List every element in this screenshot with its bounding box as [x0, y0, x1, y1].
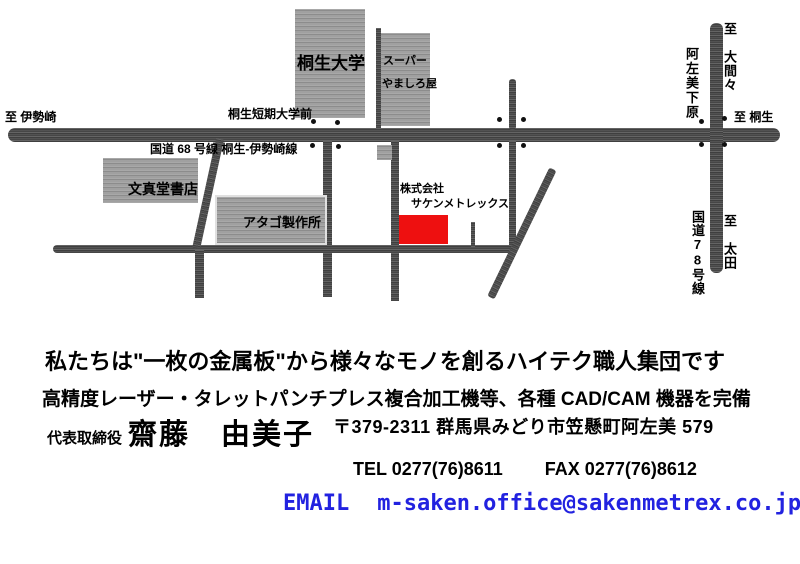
building-label: 文真堂書店 — [128, 181, 198, 197]
email-address: m-saken.office@sakenmetrex.co.jp — [377, 491, 800, 517]
stop-dot-icon — [497, 143, 502, 148]
road-company-side-vertical — [391, 141, 399, 301]
direction-label-isesaki: 至 伊勢崎 — [5, 110, 57, 124]
road-diagonal-left-lower-vertical — [195, 250, 204, 298]
building-label: やましろ屋 — [382, 78, 437, 90]
president-name: 齋藤 由美子 — [128, 419, 315, 451]
direction-label-omama: 至 大間々 — [722, 22, 737, 92]
road-upper-mid-vertical — [509, 79, 516, 130]
direction-label-kiryu: 至 桐生 — [734, 110, 774, 124]
road-route78-vertical — [710, 23, 723, 273]
map-area: 桐生大学 スーパー やましろ屋 文真堂書店 アタゴ製作所 至 伊勢崎 桐生短期大… — [5, 9, 780, 301]
postal-address: 〒379-2311 群馬県みどり市笠懸町阿左美 579 — [333, 417, 714, 437]
stop-dot-icon — [497, 117, 502, 122]
tagline-text: 私たちは"一枚の金属板"から様々なモノを創るハイテク職人集団です — [45, 349, 725, 374]
email-label: EMAIL — [282, 491, 350, 517]
building-atago: アタゴ製作所 — [215, 195, 327, 245]
stop-dot-icon — [722, 142, 727, 147]
building-small-box — [377, 145, 392, 160]
stop-dot-icon — [311, 119, 316, 124]
road-diagonal-right — [487, 167, 557, 300]
building-label: アタゴ製作所 — [243, 215, 322, 230]
building-label: 桐生大学 — [297, 54, 365, 73]
direction-label-ota: 至 太田 — [722, 214, 737, 270]
stop-dot-icon — [699, 119, 704, 124]
fax-number: FAX 0277(76)8612 — [544, 458, 697, 479]
road-lower-horizontal — [53, 245, 515, 253]
company-location-marker — [399, 215, 448, 244]
stop-dot-icon — [722, 116, 727, 121]
building-bunshindo: 文真堂書店 — [103, 158, 198, 203]
road-university-side-vertical — [376, 28, 381, 130]
stop-dot-icon — [335, 120, 340, 125]
company-name-line2: サケンメトレックス — [411, 198, 510, 210]
tel-number: TEL 0277(76)8611 — [353, 458, 503, 479]
route78-label: 国道78号線 — [690, 210, 705, 295]
building-yamashiroya: スーパー やましろ屋 — [381, 33, 437, 126]
tel-fax-row: TEL 0277(76)8611 FAX 0277(76)8612 — [333, 440, 697, 499]
stop-dot-icon — [310, 143, 315, 148]
stop-dot-icon — [336, 144, 341, 149]
building-label: スーパー — [383, 55, 427, 67]
company-name-line1: 株式会社 — [400, 183, 444, 195]
road-main-horizontal — [8, 128, 780, 142]
stop-dot-icon — [521, 143, 526, 148]
equipment-text: 高精度レーザー・タレットパンチプレス複合加工機等、各種 CAD/CAM 機器を完… — [42, 389, 751, 410]
road-short-stub-vertical — [471, 222, 475, 247]
president-title: 代表取締役 — [47, 430, 123, 447]
email-row: EMAIL m-saken.office@sakenmetrex.co.jp — [230, 468, 800, 541]
route68-label: 国道 68 号線 桐生-伊勢崎線 — [150, 142, 298, 156]
stop-dot-icon — [699, 142, 704, 147]
busstop-label-azami-shimohara: 阿左美下原 — [684, 47, 699, 120]
stop-dot-icon — [521, 117, 526, 122]
building-kiryu-university: 桐生大学 — [295, 9, 365, 118]
busstop-label-tandai-mae: 桐生短期大学前 — [228, 107, 313, 121]
road-atago-side-vertical — [323, 141, 332, 297]
road-mid-lower-vertical — [509, 141, 516, 247]
